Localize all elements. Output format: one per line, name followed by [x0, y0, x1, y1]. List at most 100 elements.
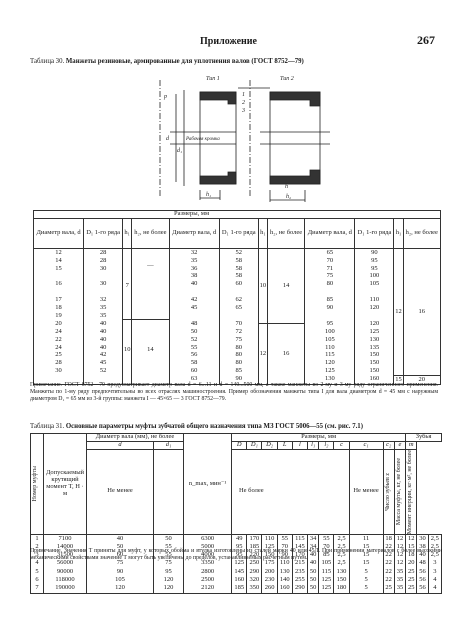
t30-cell: 125	[369, 327, 380, 335]
t31-cell: 190000	[55, 583, 75, 591]
t31-cell: 31500	[56, 551, 74, 559]
t31-cell: 4	[433, 583, 437, 591]
t30-cell: 14	[55, 256, 62, 264]
t31-cell: 290	[249, 567, 260, 575]
t30-cell: 42	[99, 351, 107, 359]
t30-cell: 16	[55, 280, 62, 288]
t31-cell: 350	[249, 583, 260, 591]
t31-cell: 105	[115, 575, 125, 583]
t30-cell: 52	[190, 335, 198, 343]
t31-cell: 55	[281, 534, 288, 542]
t31-cell: 170	[249, 534, 260, 542]
t31-cell: 235	[295, 567, 305, 575]
t30-cell: 30	[55, 367, 62, 375]
t31-cell: 2,5	[337, 551, 346, 559]
t31-cell: 125	[321, 575, 332, 583]
t31-subhead: d	[85, 440, 155, 450]
t31-cell: 34	[309, 543, 317, 551]
t31-cell: 14000	[56, 543, 74, 551]
t31-cell: 55	[323, 534, 330, 542]
t30-cell: 80	[235, 351, 243, 359]
t31-cell: 15	[362, 551, 370, 559]
t31-cell: 2,5	[430, 543, 439, 551]
table30: Размеры, мм Диаметр вала, d D₁ 1-го ряда…	[32, 210, 441, 385]
running-title: Приложение	[200, 36, 257, 47]
t31-cell: 18	[407, 551, 415, 559]
t30-cell: 28	[55, 359, 62, 367]
t30-cell: 35	[190, 256, 198, 264]
label-work: Рабочая кромка	[185, 137, 220, 142]
t30-cell: 130	[369, 335, 380, 343]
t30-cell: 75	[235, 335, 243, 343]
t31-cell: 35	[396, 583, 404, 591]
t31-cell: 3	[433, 559, 437, 567]
t31-cell: 90	[116, 567, 124, 575]
t31-cell: 160	[234, 575, 245, 583]
t31-cell: 40	[309, 551, 317, 559]
t30-cell: 24	[55, 343, 62, 351]
t31-cell: 125	[234, 559, 245, 567]
t31-cell: 105	[321, 559, 332, 567]
t31-cell: 11	[362, 534, 370, 542]
t31-cell: 1	[35, 534, 39, 542]
t30-cell: 90	[326, 304, 334, 312]
t30-cell: 55	[190, 343, 198, 351]
t31-cell: 180	[336, 583, 347, 591]
table30-dims-label: Размеры, мм	[33, 210, 441, 219]
t31-cell: 56	[419, 575, 426, 583]
table30-title: Манжеты резиновые, армированные для упло…	[65, 58, 304, 65]
t30-cell: 90	[235, 375, 243, 383]
t31-cell: 140	[279, 575, 290, 583]
t31-cell: 170	[295, 551, 305, 559]
t31-cell: 5	[35, 567, 39, 575]
t31-cell: 120	[163, 575, 174, 583]
table31: Номер муфты Допускаемый крутящий момент …	[30, 433, 443, 595]
t31-cell: 130	[279, 567, 290, 575]
t30-head-h1-3: h₁	[393, 217, 404, 249]
t30-h1-a-top: 7	[123, 253, 132, 320]
t30-cell: 115	[325, 351, 335, 359]
t31-cell: 145	[295, 543, 305, 551]
t31-cell: 2800	[201, 567, 215, 575]
t31-cell: 34	[309, 534, 317, 542]
t30-cell: 58	[235, 272, 243, 280]
t30-col-h1-a: 7 10	[122, 247, 133, 385]
table30-number: Таблица 30.	[30, 58, 65, 65]
t30-cell: 105	[369, 280, 380, 288]
t30-cell: 58	[190, 359, 198, 367]
t30-cell: 85	[326, 296, 334, 304]
t30-cell: 40	[99, 343, 107, 351]
table31-number: Таблица 31.	[30, 423, 65, 430]
t30-cell: 42	[190, 296, 198, 304]
t31-cell: 2120	[201, 583, 215, 591]
t30-cell: 60	[190, 367, 198, 375]
t31-cell: 25	[385, 583, 392, 591]
t30-h1-c-top: 12	[394, 249, 403, 376]
t30-cell: 150	[369, 367, 380, 375]
t31-cell: 255	[295, 575, 305, 583]
t31-cell: 125	[321, 583, 332, 591]
t31-cell: 15	[362, 559, 370, 567]
t30-cell: 62	[235, 296, 243, 304]
label-p: p	[163, 94, 167, 100]
t31-cell: 4	[35, 559, 39, 567]
t31-cell: 160	[279, 583, 290, 591]
t30-cell: 28	[99, 256, 107, 264]
t31-cell: 50	[309, 583, 317, 591]
t30-cell: 120	[324, 359, 335, 367]
t31-cell: 40	[419, 551, 426, 559]
t31-cell: 22	[385, 559, 392, 567]
t30-col-h2-a: — 14	[131, 247, 170, 385]
t31-cell: 55	[165, 551, 172, 559]
t30-cell: 150	[369, 359, 380, 367]
t31-subhead: m	[405, 440, 418, 450]
t30-head-h1-2: h₁	[257, 217, 268, 249]
t31-cell: 110	[264, 534, 275, 542]
